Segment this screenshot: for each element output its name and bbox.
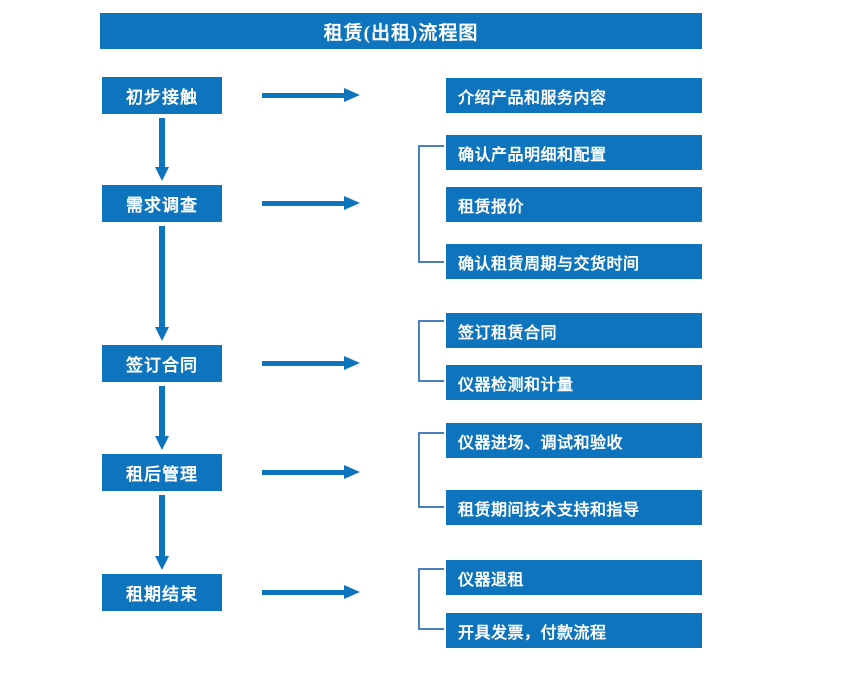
detail-box-4[interactable]: 确认租赁周期与交货时间 <box>446 244 702 279</box>
horizontal-arrow-1 <box>262 88 360 102</box>
horizontal-arrow-2 <box>262 196 360 210</box>
arrow-shaft <box>159 226 165 327</box>
arrow-shaft <box>262 590 346 595</box>
detail-box-5[interactable]: 签订租赁合同 <box>446 313 702 348</box>
arrow-head <box>155 436 169 450</box>
arrow-head <box>155 327 169 341</box>
detail-box-9[interactable]: 仪器退租 <box>446 560 702 595</box>
horizontal-arrow-4 <box>262 465 360 479</box>
horizontal-arrow-3 <box>262 356 360 370</box>
flowchart-title: 租赁(出租)流程图 <box>100 13 702 49</box>
arrow-head <box>344 465 360 479</box>
group-bracket-4 <box>418 432 444 508</box>
horizontal-arrow-5 <box>262 585 360 599</box>
arrow-shaft <box>159 386 165 436</box>
detail-box-10[interactable]: 开具发票，付款流程 <box>446 613 702 648</box>
group-bracket-2 <box>418 145 444 263</box>
detail-box-2[interactable]: 确认产品明细和配置 <box>446 135 702 170</box>
detail-box-6[interactable]: 仪器检测和计量 <box>446 365 702 400</box>
detail-box-1[interactable]: 介绍产品和服务内容 <box>446 78 702 113</box>
arrow-head <box>344 88 360 102</box>
arrow-shaft <box>159 118 165 167</box>
vertical-arrow-3 <box>155 386 169 450</box>
arrow-shaft <box>262 93 346 98</box>
stage-box-2[interactable]: 需求调查 <box>102 185 222 222</box>
detail-box-8[interactable]: 租赁期间技术支持和指导 <box>446 490 702 525</box>
arrow-head <box>344 356 360 370</box>
arrow-head <box>344 585 360 599</box>
vertical-arrow-2 <box>155 226 169 341</box>
arrow-shaft <box>262 361 346 366</box>
arrow-head <box>155 167 169 181</box>
arrow-shaft <box>159 495 165 556</box>
arrow-head <box>155 556 169 570</box>
detail-box-7[interactable]: 仪器进场、调试和验收 <box>446 423 702 458</box>
stage-box-4[interactable]: 租后管理 <box>102 454 222 491</box>
stage-box-3[interactable]: 签订合同 <box>102 345 222 382</box>
vertical-arrow-1 <box>155 118 169 181</box>
stage-box-5[interactable]: 租期结束 <box>102 574 222 611</box>
arrow-head <box>344 196 360 210</box>
stage-box-1[interactable]: 初步接触 <box>102 77 222 114</box>
arrow-shaft <box>262 470 346 475</box>
group-bracket-5 <box>418 568 444 630</box>
arrow-shaft <box>262 201 346 206</box>
group-bracket-3 <box>418 320 444 382</box>
detail-box-3[interactable]: 租赁报价 <box>446 187 702 222</box>
vertical-arrow-4 <box>155 495 169 570</box>
